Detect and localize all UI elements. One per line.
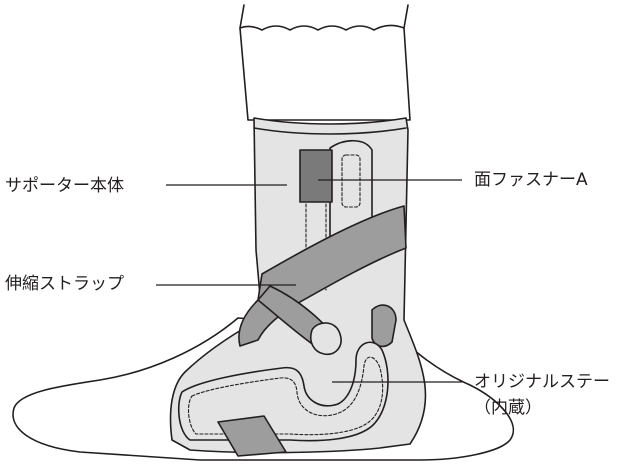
original-stay — [177, 341, 389, 442]
heel-strap — [217, 415, 287, 457]
velcro-panel-outline — [341, 154, 361, 208]
label-original-stay-note: （内蔵） — [474, 398, 542, 418]
label-original-stay: オリジナルステー — [474, 372, 610, 392]
leg-outline-left — [239, 4, 245, 29]
label-support-body: サポーター本体 — [5, 176, 124, 196]
label-elastic-strap: 伸縮ストラップ — [5, 274, 124, 294]
strap-loop — [371, 304, 397, 348]
brace-cuff — [253, 127, 407, 135]
leg-outline-right — [403, 4, 409, 29]
strap-ring — [309, 322, 342, 356]
stay-stitching — [187, 356, 384, 436]
label-velcro-fastener: 面ファスナーA — [474, 170, 588, 190]
sock — [239, 24, 411, 121]
velcro-fastener-a — [299, 149, 333, 203]
